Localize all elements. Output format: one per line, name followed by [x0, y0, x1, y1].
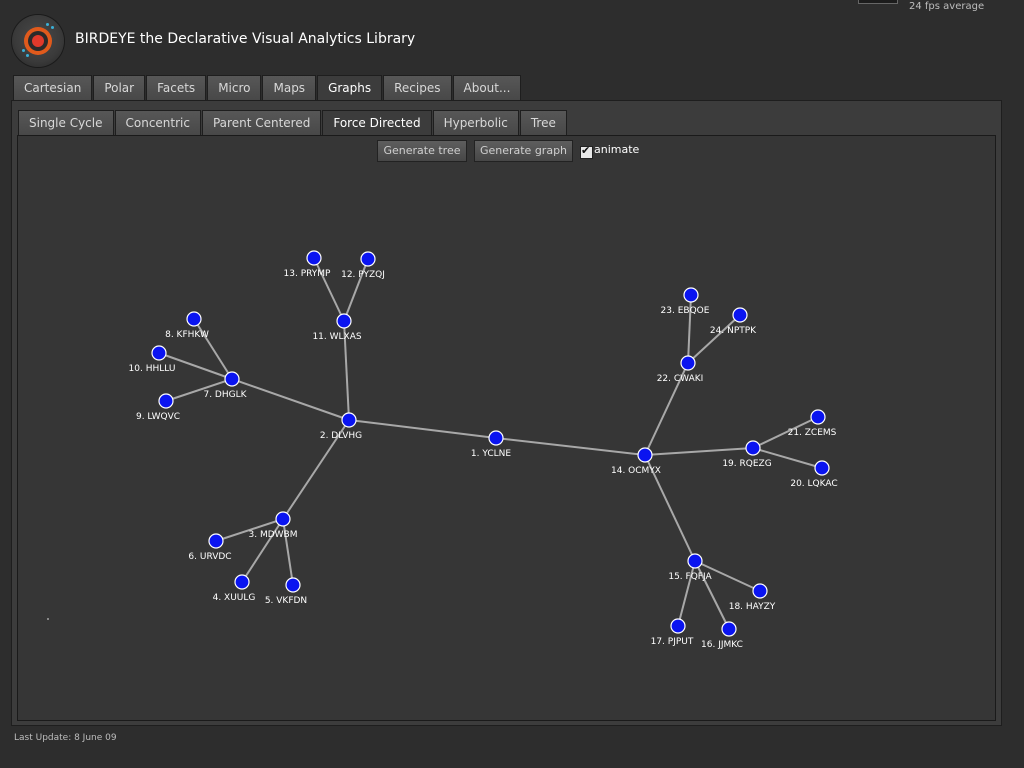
graph-node-label-22: 22. CWAKI [657, 374, 704, 384]
generate-tree-button[interactable]: Generate tree [377, 140, 467, 162]
graph-node-23[interactable] [683, 287, 699, 303]
graph-edge-11-12 [343, 258, 369, 322]
graph-node-label-8: 8. KFHKW [165, 330, 209, 340]
graph-node-label-17: 17. PJPUT [651, 637, 694, 647]
graph-node-21[interactable] [810, 409, 826, 425]
graph-edge-2-3 [282, 419, 350, 520]
graph-node-label-6: 6. URVDC [188, 552, 231, 562]
tab-about[interactable]: About... [452, 75, 522, 100]
graph-node-8[interactable] [186, 311, 202, 327]
graph-edge-7-10 [158, 352, 233, 380]
animate-checkbox[interactable] [580, 144, 593, 159]
tab-recipes[interactable]: Recipes [383, 75, 452, 100]
graph-edge-1-2 [348, 419, 497, 439]
tab-micro[interactable]: Micro [207, 75, 262, 100]
tab-graphs[interactable]: Graphs [317, 75, 383, 100]
animate-label: animate [594, 143, 640, 156]
layout-tab-single-cycle[interactable]: Single Cycle [18, 110, 114, 135]
graph-node-label-18: 18. HAYZY [729, 602, 776, 612]
canvas-speck [47, 618, 49, 620]
graph-node-11[interactable] [336, 313, 352, 329]
tab-facets[interactable]: Facets [146, 75, 207, 100]
graph-edge-1-14 [495, 437, 646, 456]
graph-node-label-23: 23. EBQOE [661, 306, 710, 316]
graph-edge-3-4 [241, 518, 284, 583]
graph-node-4[interactable] [234, 574, 250, 590]
graph-edge-19-21 [752, 416, 819, 449]
graph-edge-11-13 [313, 257, 345, 322]
graph-node-label-11: 11. WLXAS [312, 332, 361, 342]
graph-edge-7-9 [165, 378, 233, 402]
graph-node-14[interactable] [637, 447, 653, 463]
graph-node-label-3: 3. MDWBM [249, 530, 298, 540]
tab-cartesian[interactable]: Cartesian [13, 75, 93, 100]
graph-edge-3-6 [215, 518, 284, 542]
graph-node-label-13: 13. PRYMP [284, 269, 332, 279]
birdeye-logo [12, 15, 64, 67]
graph-node-label-10: 10. HHLLU [129, 364, 176, 374]
graph-node-16[interactable] [721, 621, 737, 637]
graph-node-17[interactable] [670, 618, 686, 634]
graph-node-12[interactable] [360, 251, 376, 267]
graph-node-24[interactable] [732, 307, 748, 323]
graph-edge-3-5 [282, 518, 294, 586]
graph-node-15[interactable] [687, 553, 703, 569]
graph-node-label-20: 20. LQKAC [790, 479, 837, 489]
fps-readout: 24 fps average [909, 1, 985, 12]
graph-node-7[interactable] [224, 371, 240, 387]
graph-node-5[interactable] [285, 577, 301, 593]
tab-polar[interactable]: Polar [93, 75, 146, 100]
graph-edge-22-24 [687, 314, 741, 364]
graph-node-9[interactable] [158, 393, 174, 409]
graph-node-18[interactable] [752, 583, 768, 599]
graph-node-label-12: 12. PYZQJ [341, 270, 385, 280]
layout-tab-concentric[interactable]: Concentric [114, 110, 201, 135]
graph-node-label-1: 1. YCLNE [471, 449, 511, 459]
app-title: BIRDEYE the Declarative Visual Analytics… [75, 31, 416, 47]
graph-edge-15-18 [694, 560, 761, 592]
graph-edge-14-19 [644, 447, 754, 456]
graph-edge-15-17 [677, 560, 696, 627]
graph-node-label-14: 14. OCMYX [611, 466, 661, 476]
layout-tab-parent-centered[interactable]: Parent Centered [201, 110, 322, 135]
layout-tab-force-directed[interactable]: Force Directed [322, 110, 432, 135]
graph-edge-7-8 [193, 318, 233, 380]
fps-indicator-box [858, 0, 898, 4]
generate-graph-button[interactable]: Generate graph [474, 140, 573, 162]
graph-node-13[interactable] [306, 250, 322, 266]
graph-node-label-24: 24. NPTPK [710, 326, 757, 336]
graph-node-20[interactable] [814, 460, 830, 476]
tab-maps[interactable]: Maps [262, 75, 317, 100]
graph-canvas-panel [17, 135, 996, 721]
graph-node-label-4: 4. XUULG [213, 593, 256, 603]
graph-node-10[interactable] [151, 345, 167, 361]
graph-edge-22-23 [687, 294, 692, 364]
graph-node-2[interactable] [341, 412, 357, 428]
graph-edge-14-15 [644, 454, 696, 562]
graph-edge-2-7 [231, 378, 350, 421]
graph-node-19[interactable] [745, 440, 761, 456]
graph-node-3[interactable] [275, 511, 291, 527]
graph-edge-15-16 [694, 560, 730, 630]
graph-node-6[interactable] [208, 533, 224, 549]
graph-node-label-16: 16. JJMKC [701, 640, 743, 650]
graph-node-label-15: 15. FQFJA [668, 572, 712, 582]
layout-tab-tree[interactable]: Tree [519, 110, 567, 135]
graph-node-label-21: 21. ZCEMS [788, 428, 837, 438]
last-update-text: Last Update: 8 June 09 [14, 733, 117, 743]
graph-edge-19-20 [752, 447, 823, 469]
graph-node-label-5: 5. VKFDN [265, 596, 307, 606]
graph-node-label-9: 9. LWQVC [136, 412, 180, 422]
graph-node-22[interactable] [680, 355, 696, 371]
graph-node-label-7: 7. DHGLK [203, 390, 247, 400]
graph-node-1[interactable] [488, 430, 504, 446]
graph-node-label-19: 19. RQEZG [722, 459, 771, 469]
graph-edge-2-11 [343, 320, 350, 421]
graph-node-label-2: 2. DLVHG [320, 431, 362, 441]
layout-tab-hyperbolic[interactable]: Hyperbolic [432, 110, 519, 135]
graph-edge-14-22 [644, 362, 689, 456]
